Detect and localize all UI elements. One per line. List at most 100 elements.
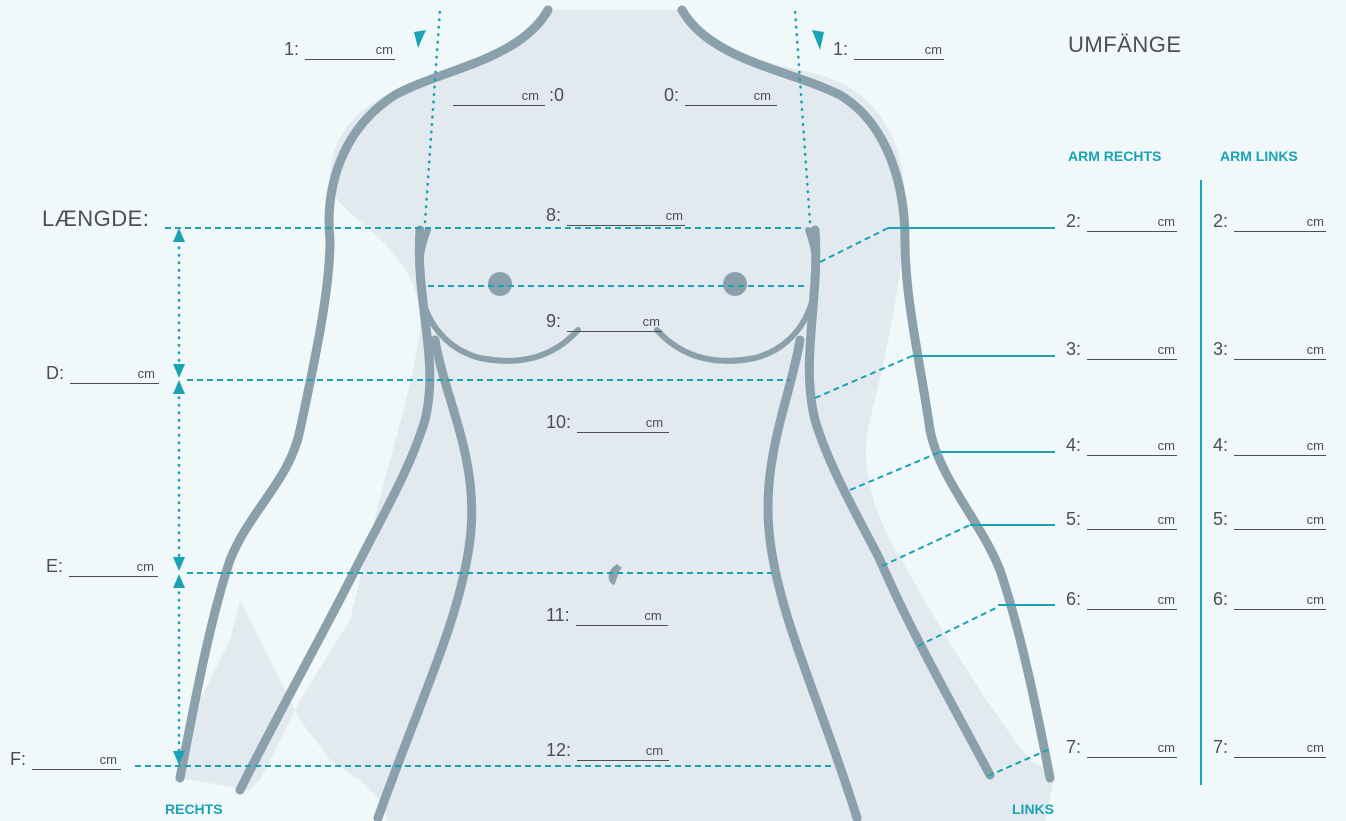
length-input-d[interactable]: cm	[70, 363, 159, 384]
abdomen-input-11[interactable]: cm	[576, 605, 668, 626]
shoulder-label-right: :0	[549, 84, 564, 106]
waist-field-10[interactable]: 10: cm	[546, 405, 669, 433]
waist-label-10: 10:	[546, 411, 571, 433]
hip-input-12[interactable]: cm	[577, 740, 669, 761]
arm-left-label-4: 4:	[1213, 434, 1228, 456]
unit-label: cm	[1307, 342, 1324, 357]
arm-left-field-4[interactable]: 4: cm	[1213, 428, 1326, 456]
length-field-f[interactable]: F: cm	[10, 742, 121, 770]
arrow-down-d	[173, 364, 185, 378]
arm-left-input-4[interactable]: cm	[1234, 435, 1326, 456]
shoulder-input-left[interactable]: cm	[685, 85, 777, 106]
unit-label: cm	[1307, 512, 1324, 527]
arm-right-input-6[interactable]: cm	[1087, 589, 1177, 610]
arm-right-field-5[interactable]: 5: cm	[1066, 502, 1177, 530]
shoulder-field-left[interactable]: 0: cm	[664, 78, 777, 106]
arm-left-input-6[interactable]: cm	[1234, 589, 1326, 610]
arm-right-field-2[interactable]: 2: cm	[1066, 204, 1177, 232]
unit-label: cm	[1158, 740, 1175, 755]
arm-left-label-6: 6:	[1213, 588, 1228, 610]
arrow-head-shoulder-left	[812, 30, 824, 50]
arm-left-label-2: 2:	[1213, 210, 1228, 232]
unit-label: cm	[137, 559, 154, 574]
arrow-up-d	[173, 380, 185, 394]
arm-left-label-5: 5:	[1213, 508, 1228, 530]
arm-left-input-3[interactable]: cm	[1234, 339, 1326, 360]
arm-right-field-7[interactable]: 7: cm	[1066, 730, 1177, 758]
arm-right-input-2[interactable]: cm	[1087, 211, 1177, 232]
arm-right-label-4: 4:	[1066, 434, 1081, 456]
arm-right-label-6: 6:	[1066, 588, 1081, 610]
arm-left-label-7: 7:	[1213, 736, 1228, 758]
shoulder-field-right[interactable]: cm :0	[453, 78, 570, 106]
arm-right-label-5: 5:	[1066, 508, 1081, 530]
arm-right-input-7[interactable]: cm	[1087, 737, 1177, 758]
arm-dash-5	[882, 525, 970, 566]
arm-left-field-6[interactable]: 6: cm	[1213, 582, 1326, 610]
unit-label: cm	[376, 42, 393, 57]
neck-input-right[interactable]: cm	[305, 39, 395, 60]
bust-field-9[interactable]: 9: cm	[546, 304, 662, 332]
unit-label: cm	[646, 743, 663, 758]
unit-label: cm	[1307, 214, 1324, 229]
unit-label: cm	[100, 752, 117, 767]
unit-label: cm	[1307, 438, 1324, 453]
shoulder-input-right[interactable]: cm	[453, 85, 545, 106]
shoulder-label-left: 0:	[664, 84, 679, 106]
arm-left-header: ARM LINKS	[1220, 148, 1298, 164]
arm-left-input-2[interactable]: cm	[1234, 211, 1326, 232]
arm-left-label-3: 3:	[1213, 338, 1228, 360]
chest-label-8: 8:	[546, 204, 561, 226]
arm-left-field-7[interactable]: 7: cm	[1213, 730, 1326, 758]
arrow-up-e	[173, 574, 185, 588]
arm-right-field-3[interactable]: 3: cm	[1066, 332, 1177, 360]
length-label-d: D:	[46, 362, 64, 384]
hip-field-12[interactable]: 12: cm	[546, 733, 669, 761]
neck-input-left[interactable]: cm	[854, 39, 944, 60]
neck-field-left[interactable]: 1: cm	[833, 32, 944, 60]
bust-input-9[interactable]: cm	[567, 311, 662, 332]
unit-label: cm	[1307, 592, 1324, 607]
bust-label-9: 9:	[546, 310, 561, 332]
length-field-d[interactable]: D: cm	[46, 356, 159, 384]
unit-label: cm	[522, 88, 539, 103]
abdomen-field-11[interactable]: 11: cm	[546, 598, 668, 626]
neck-label-right: 1:	[284, 38, 299, 60]
arrow-down-e	[173, 557, 185, 571]
arm-left-input-7[interactable]: cm	[1234, 737, 1326, 758]
unit-label: cm	[644, 608, 661, 623]
unit-label: cm	[1158, 512, 1175, 527]
unit-label: cm	[1158, 214, 1175, 229]
unit-label: cm	[1307, 740, 1324, 755]
arm-right-header: ARM RECHTS	[1068, 148, 1161, 164]
length-label-e: E:	[46, 555, 63, 577]
arm-right-field-6[interactable]: 6: cm	[1066, 582, 1177, 610]
neck-field-right[interactable]: 1: cm	[284, 32, 395, 60]
unit-label: cm	[646, 415, 663, 430]
arm-left-field-2[interactable]: 2: cm	[1213, 204, 1326, 232]
arm-left-input-5[interactable]: cm	[1234, 509, 1326, 530]
arm-right-input-3[interactable]: cm	[1087, 339, 1177, 360]
arm-right-field-4[interactable]: 4: cm	[1066, 428, 1177, 456]
nipple-left	[723, 272, 747, 296]
length-input-e[interactable]: cm	[69, 556, 158, 577]
arm-right-input-4[interactable]: cm	[1087, 435, 1177, 456]
length-input-f[interactable]: cm	[32, 749, 121, 770]
arm-right-input-5[interactable]: cm	[1087, 509, 1177, 530]
arm-left-field-3[interactable]: 3: cm	[1213, 332, 1326, 360]
unit-label: cm	[643, 314, 660, 329]
arm-left-field-5[interactable]: 5: cm	[1213, 502, 1326, 530]
abdomen-label-11: 11:	[546, 604, 570, 626]
unit-label: cm	[925, 42, 942, 57]
waist-input-10[interactable]: cm	[577, 412, 669, 433]
unit-label: cm	[754, 88, 771, 103]
arm-right-label-3: 3:	[1066, 338, 1081, 360]
arm-right-label-2: 2:	[1066, 210, 1081, 232]
length-field-e[interactable]: E: cm	[46, 549, 158, 577]
chest-input-8[interactable]: cm	[567, 205, 685, 226]
chest-field-8[interactable]: 8: cm	[546, 198, 685, 226]
length-label-f: F:	[10, 748, 26, 770]
hip-label-12: 12:	[546, 739, 571, 761]
side-label-left: LINKS	[1012, 801, 1054, 817]
